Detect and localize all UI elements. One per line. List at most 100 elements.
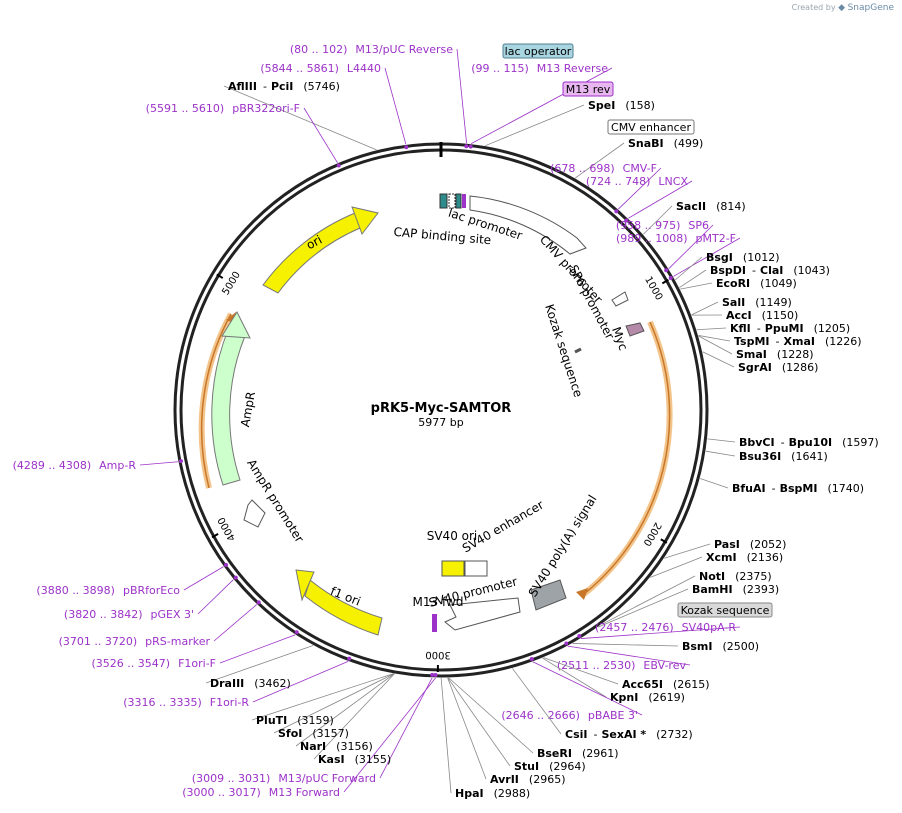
m13-rev-mark bbox=[462, 194, 466, 208]
enzyme-label: KpnI(2619) bbox=[610, 691, 685, 704]
leader-line bbox=[197, 579, 234, 615]
enzyme-name: BbvCI bbox=[739, 436, 775, 449]
leader-line bbox=[313, 673, 395, 760]
primer-label: (678 .. 698)CMV-F bbox=[550, 162, 657, 175]
leader-line bbox=[597, 588, 689, 628]
primer-site-mark bbox=[233, 575, 238, 580]
selection-arrowhead-right bbox=[576, 588, 588, 600]
leader-line bbox=[679, 269, 707, 288]
primer-range: (3009 .. 3031) bbox=[192, 772, 271, 785]
leader-line bbox=[705, 450, 736, 457]
enzyme-separator: - bbox=[781, 436, 785, 449]
enzyme-name: KflI bbox=[730, 322, 751, 335]
leader-line bbox=[512, 668, 562, 735]
primer-site-mark bbox=[178, 459, 183, 464]
leader-line bbox=[691, 301, 719, 316]
leader-line bbox=[707, 438, 736, 443]
kozak-mark bbox=[574, 347, 582, 354]
enzyme-location: (3462) bbox=[254, 677, 291, 690]
leader-line bbox=[675, 256, 703, 281]
primer-label: (2457 .. 2476)SV40pA-R bbox=[595, 621, 736, 634]
enzyme-location: (2615) bbox=[673, 678, 710, 691]
enzyme-isoschizomer: ClaI bbox=[760, 264, 783, 277]
enzyme-separator: - bbox=[593, 728, 597, 741]
enzyme-location: (3159) bbox=[297, 714, 334, 727]
enzyme-name: BspDI bbox=[710, 264, 746, 277]
enzyme-location: (1641) bbox=[791, 450, 828, 463]
enzyme-label: PluTI(3159) bbox=[256, 714, 334, 727]
enzyme-separator: - bbox=[263, 80, 267, 93]
leader-line bbox=[702, 351, 735, 368]
primer-site-mark bbox=[256, 600, 261, 605]
enzyme-label: Acc65I (2615) bbox=[622, 678, 710, 691]
scale-label: 4000 bbox=[216, 515, 238, 543]
enzyme-location: (2052) bbox=[750, 538, 787, 551]
sv40-polya-box bbox=[530, 579, 567, 611]
primer-name: pBABE 3' bbox=[588, 709, 638, 722]
scale-label: 3000 bbox=[425, 649, 451, 660]
primer-range: (99 .. 115) bbox=[471, 62, 529, 75]
enzyme-location: (1149) bbox=[755, 296, 792, 309]
primer-range: (3880 .. 3898) bbox=[36, 584, 115, 597]
leader-line bbox=[574, 142, 625, 179]
lac-operator-label: lac operator bbox=[505, 45, 572, 58]
enzyme-label: SalI(1149) bbox=[722, 296, 792, 309]
enzyme-location: (1228) bbox=[777, 348, 814, 361]
lac-operator-box-frame bbox=[502, 43, 574, 59]
enzyme-name: EcoRI bbox=[716, 277, 750, 290]
enzyme-location: (3157) bbox=[312, 727, 349, 740]
enzyme-location: (1286) bbox=[782, 361, 819, 374]
enzyme-location: (2988) bbox=[494, 787, 531, 800]
scale-tick bbox=[661, 279, 669, 285]
enzyme-name: Acc65I bbox=[622, 678, 663, 691]
leader-line bbox=[618, 167, 662, 210]
primer-name: M13 Reverse bbox=[537, 62, 608, 75]
selection-arc-right-line bbox=[583, 321, 671, 595]
enzyme-location: (1043) bbox=[793, 264, 830, 277]
leader-line bbox=[580, 626, 741, 639]
leader-line bbox=[447, 677, 487, 780]
kozak-box-label: Kozak sequence bbox=[681, 604, 770, 617]
enzyme-label: SgrAI(1286) bbox=[738, 361, 818, 374]
sv40-ori-box bbox=[441, 560, 465, 577]
enzyme-name: KasI bbox=[318, 753, 345, 766]
badge-prefix: Created by bbox=[791, 3, 836, 12]
enzyme-label: KflI-PpuMI(1205) bbox=[730, 322, 850, 335]
m13-rev-box-frame bbox=[562, 81, 614, 97]
enzyme-name: BsmI bbox=[682, 640, 713, 653]
ampr-promoter-arrow bbox=[243, 499, 266, 528]
primer-site-mark bbox=[433, 672, 438, 677]
enzyme-location: (1226) bbox=[825, 335, 862, 348]
primer-site-mark bbox=[614, 209, 619, 214]
primer-site-mark bbox=[529, 656, 534, 661]
enzyme-name: SfoI bbox=[278, 727, 302, 740]
primer-range: (724 .. 748) bbox=[586, 175, 651, 188]
leader-line bbox=[456, 48, 467, 144]
leader-line bbox=[470, 67, 613, 145]
leader-line bbox=[699, 478, 729, 489]
leader-line bbox=[440, 677, 452, 794]
enzyme-location: (814) bbox=[716, 200, 746, 213]
enzyme-name: BfuAI bbox=[732, 482, 766, 495]
enzyme-location: (2393) bbox=[743, 583, 780, 596]
primer-range: (3701 .. 3720) bbox=[59, 635, 138, 648]
enzyme-label: BsmI(2500) bbox=[682, 640, 759, 653]
primer-site-mark bbox=[668, 275, 673, 280]
enzyme-label: TspMI-XmaI(1226) bbox=[734, 335, 862, 348]
primer-label: (2646 .. 2666)pBABE 3' bbox=[501, 709, 638, 722]
enzyme-location: (1205) bbox=[814, 322, 851, 335]
enzyme-name: StuI bbox=[514, 760, 539, 773]
primer-label: (80 .. 102)M13/pUC Reverse bbox=[290, 43, 453, 56]
enzyme-location: (2965) bbox=[529, 773, 566, 786]
leader-line bbox=[485, 104, 585, 147]
enzyme-name: AflIII bbox=[228, 80, 257, 93]
cmv-enhancer-box-frame bbox=[607, 119, 695, 135]
leader-line bbox=[251, 673, 394, 721]
enzyme-name: CsiI bbox=[565, 728, 587, 741]
enzyme-label: SnaBI(499) bbox=[628, 137, 703, 150]
m13-rev-label: M13 rev bbox=[566, 83, 611, 96]
primer-label: (3701 .. 3720)pRS-marker bbox=[59, 635, 211, 648]
badge-brand: SnapGene bbox=[847, 3, 894, 13]
primer-site-mark bbox=[430, 672, 435, 677]
enzyme-label: BseRI(2961) bbox=[537, 747, 619, 760]
